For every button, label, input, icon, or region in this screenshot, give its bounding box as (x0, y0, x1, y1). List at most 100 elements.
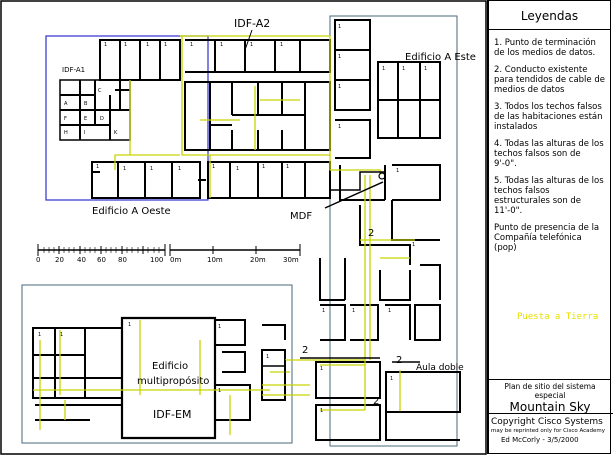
svg-text:1: 1 (124, 42, 127, 48)
svg-text:1: 1 (338, 84, 341, 90)
svg-text:1: 1 (128, 322, 131, 328)
svg-text:1: 1 (320, 408, 323, 414)
svg-text:H: H (64, 130, 68, 136)
legend-note-pop: Punto de presencia de la Compañía telefó… (494, 223, 600, 253)
svg-text:1: 1 (250, 42, 253, 48)
label-edificio-multi-2: multipropósito (137, 375, 209, 387)
scale-m-20: 20m (250, 256, 266, 264)
svg-text:1: 1 (218, 324, 221, 330)
svg-text:1: 1 (262, 164, 265, 170)
plan-name: Mountain Sky (509, 400, 591, 414)
label-idf-em: IDF-EM (153, 408, 191, 421)
svg-text:1: 1 (220, 42, 223, 48)
zone-edificio-a-este (329, 15, 458, 447)
svg-text:1: 1 (338, 124, 341, 130)
pop-ground-label: Puesta a Tierra (517, 312, 599, 322)
svg-text:1: 1 (338, 54, 341, 60)
conduit-runs (262, 171, 420, 413)
edificio-a-oeste-walls (59, 39, 206, 199)
legend-notes: 1. Punto de terminación de los medios de… (489, 30, 610, 253)
label-edificio-a-oeste: Edificio A Oeste (92, 206, 171, 217)
svg-text:1: 1 (38, 332, 41, 338)
svg-text:1: 1 (146, 42, 149, 48)
label-idf-a2: IDF-A2 (234, 17, 270, 30)
label-mdf: MDF (290, 211, 312, 222)
legend-note-4: 4. Todas las alturas de los techos falso… (494, 139, 604, 169)
svg-text:1: 1 (424, 66, 427, 72)
svg-text:1: 1 (390, 376, 393, 382)
scale-m-10: 10m (207, 256, 223, 264)
copyright-block: Copyright Cisco Systems may be reprinted… (489, 413, 613, 445)
scale-feet-80: 80 (118, 256, 127, 264)
svg-text:1: 1 (150, 166, 153, 172)
reprint-text: may be reprinted only for Cisco Academy (491, 428, 606, 434)
svg-text:1: 1 (190, 42, 193, 48)
scale-feet-40: 40 (77, 256, 86, 264)
scale-m-0: 0m (170, 256, 181, 264)
legend-note-2: 2. Conducto existente para tendidos de c… (494, 65, 605, 95)
run-label-2: 2 (302, 345, 308, 356)
svg-text:1: 1 (164, 42, 167, 48)
svg-text:1: 1 (320, 366, 323, 372)
scale-feet-labels: 0 20 40 60 80 100 0m 10m 20m 30m (36, 256, 299, 264)
scale-feet-20: 20 (55, 256, 64, 264)
run-label-2: 2 (368, 228, 374, 239)
plan-title-block: Plan de sitio del sistema especial Mount… (489, 379, 611, 414)
svg-text:1: 1 (388, 308, 391, 314)
run-label-2: 2 (396, 355, 402, 366)
svg-text:1: 1 (280, 42, 283, 48)
svg-text:1: 1 (212, 164, 215, 170)
svg-text:C: C (98, 88, 102, 94)
label-edificio-a-este: Edificio A Este (405, 52, 476, 63)
legend-note-1: 1. Punto de terminación de los medios de… (494, 38, 596, 58)
zone-edificio-multiproposito (21, 284, 293, 444)
svg-text:1: 1 (352, 308, 355, 314)
svg-text:F: F (64, 116, 67, 122)
svg-text:1: 1 (60, 332, 63, 338)
svg-text:1: 1 (382, 66, 385, 72)
scale-m-30: 30m (283, 256, 299, 264)
legend-panel: Leyendas 1. Punto de terminación de los … (487, 0, 613, 454)
copyright-text: Copyright Cisco Systems (491, 417, 603, 427)
termination-points: 1 1 1 1 1 1 1 1 1 1 1 1 1 1 1 1 1 1 1 1 1 1 1 1 1 1 1 1 1 1 1 1… (38, 24, 427, 414)
svg-text:1: 1 (338, 24, 341, 30)
idf-a2-leader (244, 29, 253, 51)
label-aula-doble: Aula doble (416, 363, 464, 373)
svg-text:1: 1 (412, 242, 415, 248)
svg-text:1: 1 (266, 354, 269, 360)
idf-a1-room-letters: A B C F E D H I K (64, 88, 118, 136)
author-text: Ed McCorly - 3/5/2000 (501, 436, 579, 444)
scale-feet-100: 100 (150, 256, 163, 264)
scale-bar (37, 244, 301, 256)
legend-note-3: 3. Todos los techos falsos de las habita… (494, 102, 603, 132)
edificio-multiproposito-walls (32, 316, 286, 440)
svg-text:D: D (100, 116, 104, 122)
svg-text:1: 1 (322, 308, 325, 314)
svg-text:A: A (64, 101, 68, 107)
label-idf-a1: IDF-A1 (62, 66, 85, 74)
svg-text:1: 1 (402, 66, 405, 72)
svg-text:B: B (84, 101, 88, 107)
plan-subtitle: Plan de sitio del sistema especial (504, 382, 596, 400)
legend-note-5: 5. Todas las alturas de los techos falso… (494, 176, 604, 216)
svg-text:1: 1 (178, 166, 181, 172)
scale-feet-0: 0 (36, 256, 40, 264)
svg-text:K: K (114, 130, 118, 136)
mdf-hub-icon (378, 172, 386, 180)
legend-title: Leyendas (489, 1, 610, 30)
svg-text:1: 1 (104, 42, 107, 48)
run-label-2: 2 (373, 396, 379, 407)
label-edificio-multi-1: Edificio (152, 361, 188, 372)
floor-plan: A B C F E D H I K (0, 0, 487, 455)
svg-text:1: 1 (286, 164, 289, 170)
svg-text:E: E (84, 116, 87, 122)
svg-text:I: I (84, 130, 85, 136)
svg-text:1: 1 (96, 164, 99, 170)
svg-text:1: 1 (236, 166, 239, 172)
plan-frame (0, 0, 487, 455)
svg-text:1: 1 (396, 168, 399, 174)
svg-text:1: 1 (218, 388, 221, 394)
svg-text:1: 1 (123, 166, 126, 172)
edificio-a-este-walls (315, 19, 461, 441)
zone-edificio-a-oeste (45, 35, 209, 201)
